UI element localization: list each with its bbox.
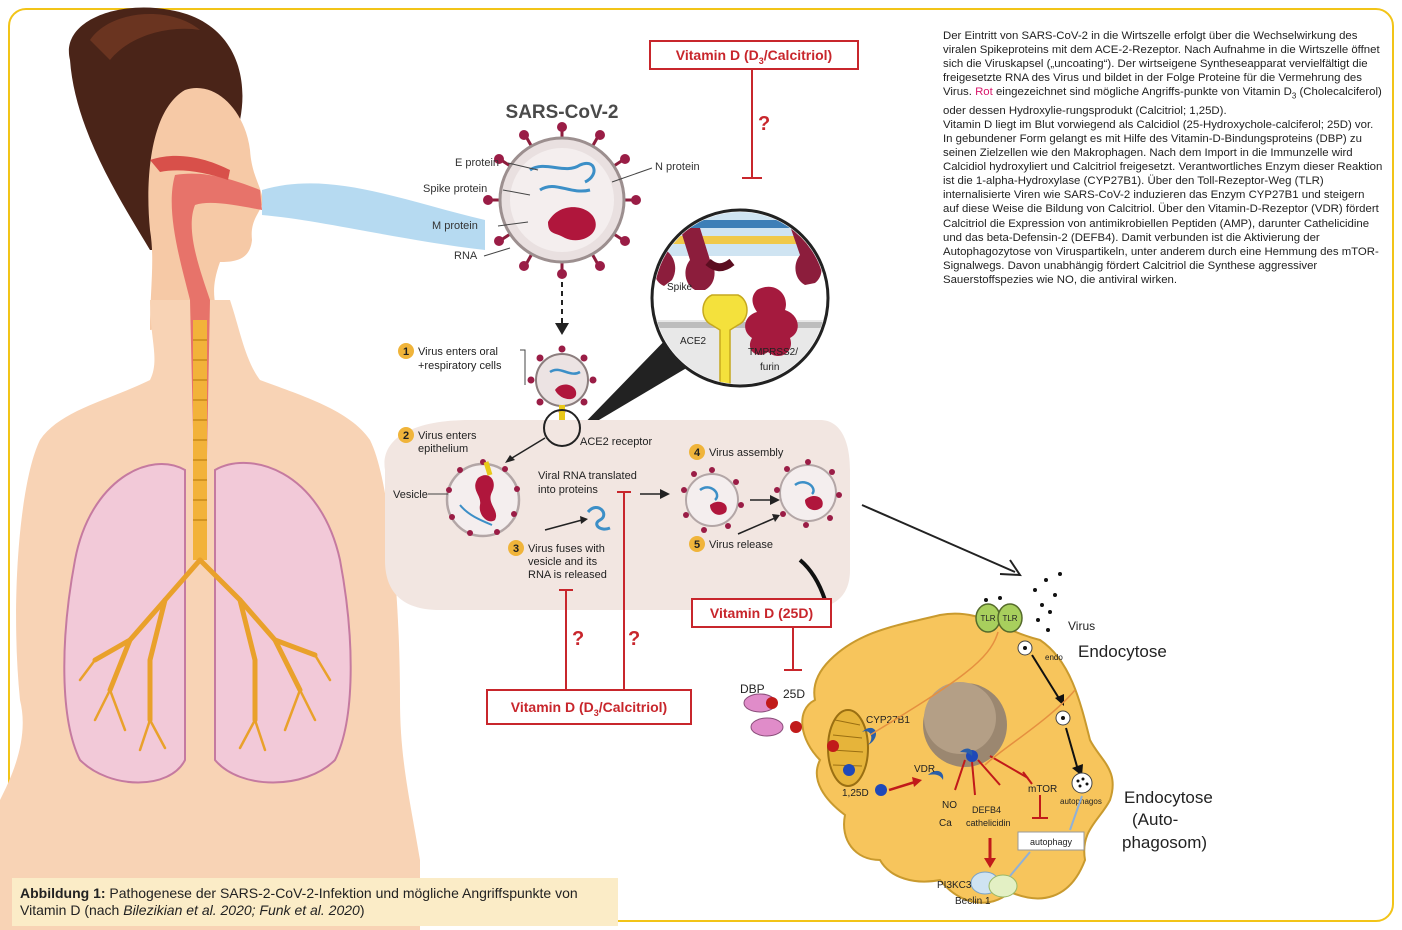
caption-references: Bilezikian et al. 2020; Funk et al. 2020 xyxy=(123,902,360,918)
svg-text:2: 2 xyxy=(403,430,409,442)
virus-particle: SARS-CoV-2 E protein Spike protein M pro… xyxy=(423,102,700,279)
25d-label: 25D xyxy=(783,687,805,701)
svg-text:5: 5 xyxy=(694,539,700,551)
vesicle-label: Vesicle xyxy=(393,489,428,501)
step5-text: Virus release xyxy=(709,539,773,551)
vitamin-d-25d-box: Vitamin D (25D) xyxy=(691,598,832,628)
cathelicidin-label: cathelicidin xyxy=(966,818,1011,828)
vitamin-d-calcitriol-box-top: Vitamin D (D3/Calcitriol) xyxy=(649,40,859,70)
step4-text: Virus assembly xyxy=(709,447,784,459)
arrow-to-macrophage xyxy=(862,505,1015,572)
125d-label: 1,25D xyxy=(842,788,869,799)
svg-text:1: 1 xyxy=(403,346,409,358)
figure-caption: Abbildung 1: Pathogenese der SARS-2-CoV-… xyxy=(12,878,618,926)
endocytose2-label-c: phagosom) xyxy=(1122,833,1207,852)
ca-label: Ca xyxy=(939,818,952,829)
dbp-label: DBP xyxy=(740,682,765,696)
description-text: Der Eintritt von SARS-CoV-2 in die Wirts… xyxy=(943,29,1383,287)
description-paragraph-2: Vitamin D liegt im Blut vorwiegend als C… xyxy=(943,118,1383,287)
endocytose2-label-b: (Auto- xyxy=(1132,810,1178,829)
step1-text-b: +respiratory cells xyxy=(418,360,502,372)
defb4-label: DEFB4 xyxy=(972,805,1001,815)
autophagy-label: autophagy xyxy=(1030,837,1073,847)
infection-cycle-panel: 1 Virus enters oral +respiratory cells 2… xyxy=(384,343,850,610)
red-keyword: Rot xyxy=(975,86,993,98)
svg-text:4: 4 xyxy=(694,447,701,459)
translated-text-b: into proteins xyxy=(538,484,598,496)
inset-label-furin: furin xyxy=(760,362,779,373)
step2-text-a: Virus enters xyxy=(418,430,477,442)
endo-label: endo xyxy=(1045,653,1063,662)
pi3kc3-label: PI3KC3 xyxy=(937,880,972,891)
label-m-protein: M protein xyxy=(432,220,478,232)
inset-label-tmprss2: TMPRSS2/ xyxy=(748,347,798,358)
question-mark-top: ? xyxy=(758,113,770,136)
tlr-label-2: TLR xyxy=(1002,614,1017,623)
ace2-receptor-label: ACE2 receptor xyxy=(580,436,652,448)
step3-text-b: vesicle and its xyxy=(528,556,598,568)
description-paragraph-1: Der Eintritt von SARS-CoV-2 in die Wirts… xyxy=(943,29,1383,118)
vitamin-d-calcitriol-box-bottom: Vitamin D (D3/Calcitriol) xyxy=(486,689,692,725)
step2-text-b: epithelium xyxy=(418,443,468,455)
endocytose2-label-a: Endocytose xyxy=(1124,788,1213,807)
inset-label-ace2: ACE2 xyxy=(680,336,707,347)
label-n-protein: N protein xyxy=(655,161,700,173)
step3-text-a: Virus fuses with xyxy=(528,543,605,555)
endocytose-label: Endocytose xyxy=(1078,642,1167,661)
tlr-label-1: TLR xyxy=(980,614,995,623)
translated-text-a: Viral RNA translated xyxy=(538,470,637,482)
mtor-label: mTOR xyxy=(1028,784,1057,795)
caption-label: Abbildung 1: xyxy=(20,885,106,901)
step1-text-a: Virus enters oral xyxy=(418,346,498,358)
label-e-protein: E protein xyxy=(455,157,499,169)
virus-title: SARS-CoV-2 xyxy=(506,102,619,123)
ace2-inset: Spike ACE2 TMPRSS2/ furin xyxy=(572,210,840,440)
step3-text-c: RNA is released xyxy=(528,569,607,581)
vdr-label: VDR xyxy=(914,764,935,775)
no-label: NO xyxy=(942,800,957,811)
virus-label: Virus xyxy=(1068,619,1095,633)
label-spike-protein: Spike protein xyxy=(423,183,487,195)
svg-text:3: 3 xyxy=(513,543,519,555)
question-mark-left: ? xyxy=(572,628,584,651)
inset-label-spike: Spike xyxy=(667,282,692,293)
question-mark-right: ? xyxy=(628,628,640,651)
dashed-arrowhead xyxy=(555,323,569,335)
label-rna: RNA xyxy=(454,250,478,262)
beclin-label: Beclin 1 xyxy=(955,896,991,907)
